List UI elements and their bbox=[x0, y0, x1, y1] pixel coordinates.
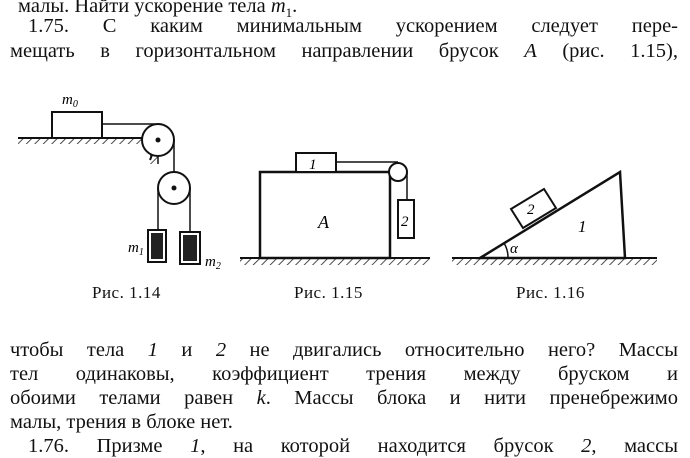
ground-hatch bbox=[452, 258, 657, 265]
caption-fig-1-16: Рис. 1.16 bbox=[516, 283, 585, 302]
text-segment: , массы bbox=[591, 435, 678, 457]
text-line-1: 1.75. С каким минимальным ускорением сле… bbox=[28, 15, 678, 37]
label-A: A bbox=[317, 212, 330, 232]
text-line-6: малы, трения в блоке нет. bbox=[10, 411, 233, 433]
label-1: 1 bbox=[578, 217, 587, 236]
block-2 bbox=[509, 187, 558, 230]
text-segment: (рис. 1.15), bbox=[536, 40, 678, 62]
label-2: 2 bbox=[527, 202, 535, 218]
pulley bbox=[388, 162, 408, 182]
label-m0: m0 bbox=[62, 92, 78, 110]
angle-arc bbox=[503, 242, 509, 259]
variable: 2 bbox=[215, 339, 227, 361]
label-2: 2 bbox=[401, 214, 409, 230]
block-A bbox=[258, 170, 392, 260]
caption-fig-1-15: Рис. 1.15 bbox=[294, 283, 363, 302]
mass-m1-fill bbox=[151, 233, 163, 259]
label-alpha: α bbox=[510, 241, 519, 257]
pulley-axle bbox=[171, 185, 177, 191]
text-segment: 1.76. Призме bbox=[28, 435, 191, 457]
block-m0 bbox=[51, 111, 103, 139]
text-line-5: обоими телами равен k. Массы блока и нит… bbox=[10, 386, 678, 410]
label-m2: m2 bbox=[205, 254, 221, 272]
text-segment: не двигались относительно него? Массы bbox=[226, 339, 678, 361]
figure-1-14: m0 m1 m2 bbox=[18, 92, 221, 272]
pulley-axle bbox=[155, 137, 161, 143]
prism-1 bbox=[475, 169, 627, 260]
text-line-3: чтобы тела 1 и 2 не двигались относитель… bbox=[10, 338, 678, 362]
variable: 1 bbox=[190, 435, 201, 457]
text-segment: . bbox=[292, 0, 298, 17]
variable: 1 bbox=[147, 339, 158, 361]
subscript: 1 bbox=[285, 5, 293, 21]
figure-1-15: 1 A 2 bbox=[240, 152, 430, 265]
text-line-2: мещать в горизонтальном направлении брус… bbox=[10, 39, 678, 63]
text-segment: малы. Найти ускорение тела bbox=[18, 0, 266, 17]
caption-fig-1-14: Рис. 1.14 bbox=[92, 283, 161, 302]
text-segment: . Массы блока и нити пренебрежимо bbox=[265, 387, 678, 409]
label-m1: m1 bbox=[128, 240, 144, 258]
table-hatch bbox=[18, 138, 158, 144]
body-2 bbox=[397, 199, 415, 239]
text-line-4: тел одинаковы, коэффициент трения между … bbox=[10, 363, 678, 385]
variable: 2 bbox=[581, 435, 592, 457]
text-line-7: 1.76. Призме 1, на которой находится бру… bbox=[28, 434, 678, 458]
label-1: 1 bbox=[309, 157, 317, 173]
variable: m bbox=[270, 0, 286, 17]
text-segment: чтобы тела bbox=[10, 339, 148, 361]
text-line-0: малы. Найти ускорение тела m1. bbox=[18, 0, 678, 25]
text-segment: мещать в горизонтальном направлении брус… bbox=[10, 40, 525, 62]
ground-hatch bbox=[240, 258, 430, 265]
text-segment: , на которой находится брусок bbox=[200, 435, 582, 457]
text-segment: и bbox=[157, 339, 216, 361]
variable: k bbox=[256, 387, 266, 409]
variable: A bbox=[524, 40, 537, 62]
figure-1-16: 2 1 α bbox=[452, 169, 657, 265]
mass-m2-fill bbox=[183, 235, 197, 261]
text-segment: обоими телами равен bbox=[10, 387, 257, 409]
